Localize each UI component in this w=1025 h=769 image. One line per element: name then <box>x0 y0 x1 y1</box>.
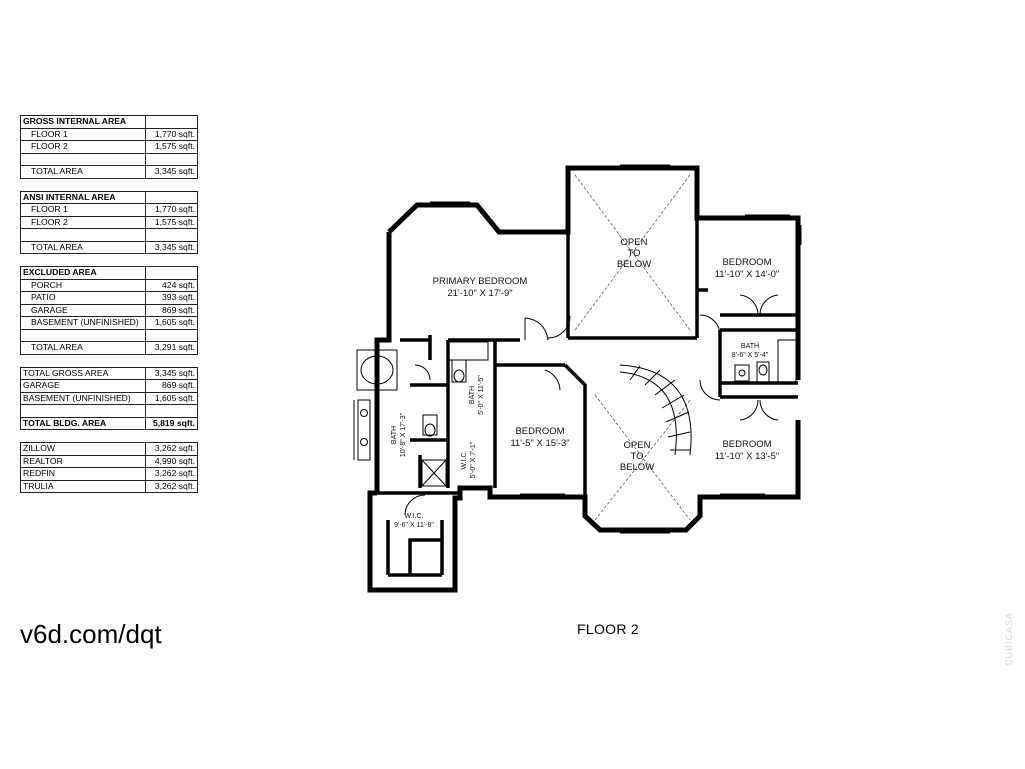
table-row: BASEMENT (UNFINISHED)1,605 sqft. <box>20 391 198 405</box>
toilet-primary <box>422 414 438 436</box>
door-swings <box>404 294 779 516</box>
table-row <box>20 228 198 242</box>
open-below-top-line2: TO <box>627 248 640 259</box>
table-row <box>20 152 198 166</box>
bedroom-ne-name: BEDROOM <box>722 257 771 268</box>
primary-bedroom-name: PRIMARY BEDROOM <box>433 276 528 287</box>
bath-east-name: BATH <box>741 343 759 350</box>
wic-primary-name: W.I.C. <box>404 513 423 520</box>
tub-primary <box>356 349 398 391</box>
bedroom-ne-dims: 11'-10" X 14'-0" <box>715 269 780 280</box>
bath-primary-dims: 10'-8" X 17'-3" <box>400 412 407 457</box>
row-value: 5,819 sqft. <box>145 416 198 430</box>
windows <box>353 164 802 534</box>
primary-bedroom-dims: 21'-10" X 17'-9" <box>447 288 512 299</box>
row-value: 869 sqft. <box>145 303 198 317</box>
row-label: TOTAL BLDG. AREA <box>20 416 146 430</box>
row-value: 3,262 sqft. <box>145 479 198 493</box>
tub-east <box>777 339 797 383</box>
bedroom-center-dims: 11'-5" X 15'-3" <box>510 438 569 449</box>
row-label: TOTAL AREA <box>20 240 146 254</box>
fixtures <box>356 339 797 487</box>
staircase <box>619 364 692 456</box>
row-label: TRULIA <box>20 479 146 493</box>
bedroom-se-name: BEDROOM <box>722 439 771 450</box>
table-row <box>20 404 198 418</box>
toilet-east <box>756 361 770 383</box>
bedroom-se-dims: 11'-10" X 13'-5" <box>715 451 780 462</box>
exterior-walls <box>367 165 801 593</box>
wic-small-dims: 5'-0" X 7'-1" <box>470 441 477 478</box>
wic-small-name: W.I.C. <box>461 450 468 469</box>
interior-walls <box>377 168 798 577</box>
table-row <box>20 328 198 342</box>
bath-primary-name: BATH <box>391 426 398 444</box>
bath-center-dims: 5'-0" X 11'-5" <box>478 375 485 415</box>
bath-east-dims: 8'-6" X 5'-4" <box>732 352 769 359</box>
row-value: 3,345 sqft. <box>145 240 198 254</box>
shower-primary <box>421 459 447 487</box>
room-labels: PRIMARY BEDROOM 21'-10" X 17'-9" OPEN TO… <box>391 237 779 529</box>
floor-title: FLOOR 2 <box>577 621 640 637</box>
wic-primary-dims: 9'-6" X 11'-8" <box>394 522 434 529</box>
open-below-top-line3: BELOW <box>617 259 651 270</box>
bedroom-center-name: BEDROOM <box>515 426 564 437</box>
tub-center <box>447 341 489 361</box>
sink-east <box>734 364 750 382</box>
open-below-bottom-line3: BELOW <box>620 462 654 473</box>
row-value: 3,291 sqft. <box>145 341 198 355</box>
open-below-crossing <box>574 174 691 521</box>
vanity-primary <box>357 399 371 461</box>
open-below-bottom-line1: OPEN <box>624 440 651 451</box>
row-value: 3,345 sqft. <box>145 165 198 179</box>
tour-link[interactable]: v6d.com/dqt <box>20 619 162 649</box>
open-below-top-line1: OPEN <box>621 237 648 248</box>
bath-center-name: BATH <box>469 386 476 404</box>
open-below-bottom-line2: TO <box>630 451 643 462</box>
